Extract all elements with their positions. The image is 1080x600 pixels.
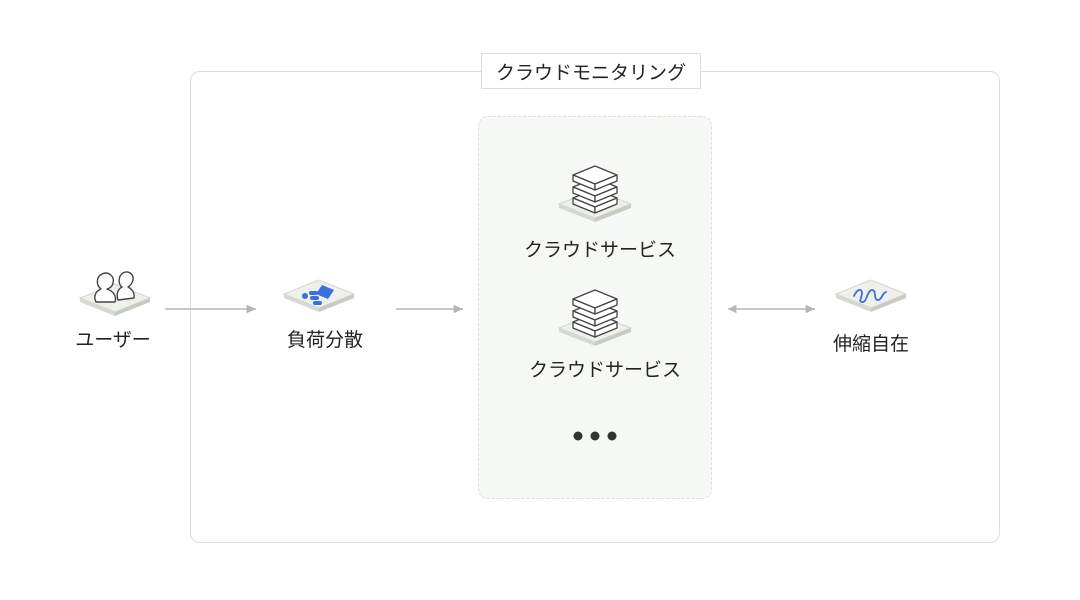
cloud-service-2-label: クラウドサービス xyxy=(528,359,682,381)
load-balancer-icon xyxy=(282,279,356,312)
autoscale-label: 伸縮自在 xyxy=(832,333,910,355)
cloud-service-1-label: クラウドサービス xyxy=(523,239,677,261)
user-label: ユーザー xyxy=(75,329,151,351)
load-balancer-label: 負荷分散 xyxy=(286,329,364,351)
server-stack-icon xyxy=(557,165,633,222)
scaling-wave-icon xyxy=(834,279,908,312)
server-stack-icon xyxy=(557,289,633,346)
cloud-monitoring-title: クラウドモニタリング xyxy=(481,53,701,89)
users-icon xyxy=(78,271,152,316)
cloud-monitoring-label: クラウドモニタリング xyxy=(495,61,686,84)
ellipsis-icon xyxy=(573,431,617,441)
